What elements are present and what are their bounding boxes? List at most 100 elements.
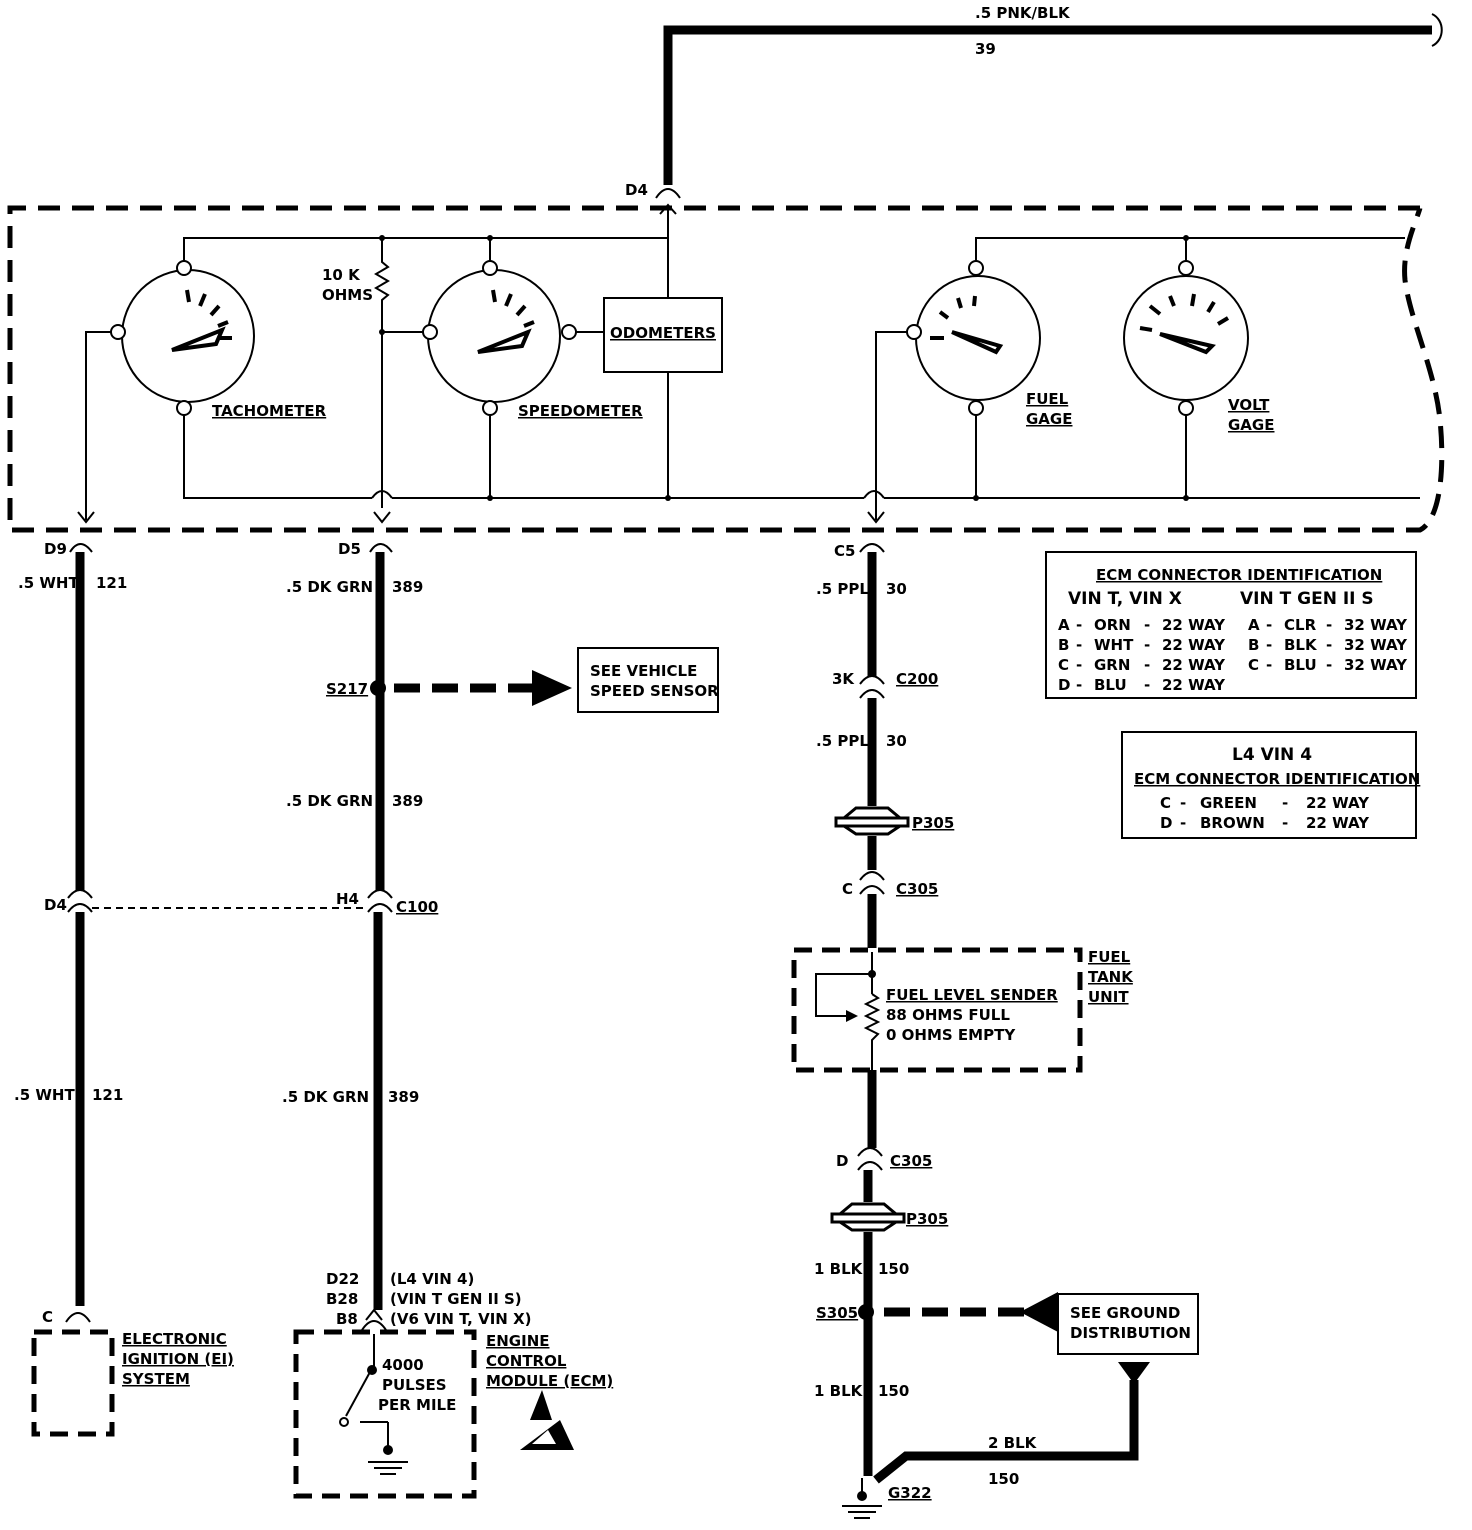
connector-c-c305-label: C: [842, 880, 853, 898]
ecm-pin-note-2: (VIN T GEN II S): [390, 1290, 522, 1308]
passthrough-p305-lower: P305: [830, 1202, 948, 1232]
connector-c100-label: C100: [396, 898, 438, 916]
tachometer-label: TACHOMETER: [212, 402, 327, 420]
ground-distribution-box: SEE GROUND DISTRIBUTION: [1057, 1293, 1199, 1355]
ground-dist-label-1: SEE GROUND: [1070, 1304, 1180, 1322]
connector-d4-top: D4: [625, 181, 681, 215]
table-cell: C: [1160, 794, 1171, 812]
pulses-label-1: 4000: [382, 1356, 424, 1374]
vss-label-2: SPEED SENSOR: [590, 682, 719, 700]
c5-wire-circuit-1: 30: [886, 580, 907, 598]
resistor-label-1: 10 K: [322, 266, 361, 284]
c5-wire-color-1: .5 PPL: [816, 580, 869, 598]
connector-c200-label: C200: [896, 670, 938, 688]
table-cell: WHT: [1094, 636, 1134, 654]
table-cell: BLU: [1094, 676, 1127, 694]
connector-c305-lower-label: C305: [890, 1152, 932, 1170]
ecm-connector-table-2: L4 VIN 4 ECM CONNECTOR IDENTIFICATION C-…: [1121, 731, 1420, 839]
wire-c5-30: C5 .5 PPL 30 3K C200 .5 PPL 30 P305 C C3…: [816, 542, 954, 948]
d9-wire-circuit-upper: 121: [96, 574, 127, 592]
ecm-pin-1: D22: [326, 1270, 359, 1288]
table-cell: 22 WAY: [1162, 676, 1226, 694]
table1-title: ECM CONNECTOR IDENTIFICATION: [1096, 566, 1382, 584]
ecm-box: 4000 PULSES PER MILE ENGINE CONTROL MODU…: [293, 1329, 613, 1499]
fuel-gage-label-1: FUEL: [1026, 390, 1069, 408]
table-cell: C: [1248, 656, 1259, 674]
p305-upper-label: P305: [912, 814, 954, 832]
ei-system-label-3: SYSTEM: [122, 1370, 190, 1388]
table-cell: ORN: [1094, 616, 1131, 634]
table-cell: -: [1144, 676, 1150, 694]
p305-lower-label: P305: [906, 1210, 948, 1228]
table-cell: 22 WAY: [1306, 814, 1370, 832]
table-cell: 32 WAY: [1344, 636, 1408, 654]
table-cell: -: [1326, 616, 1332, 634]
table2-title-2: ECM CONNECTOR IDENTIFICATION: [1134, 770, 1420, 788]
table-cell: A: [1058, 616, 1070, 634]
table-cell: -: [1282, 794, 1288, 812]
table-cell: -: [1144, 656, 1150, 674]
tachometer-gauge: TACHOMETER: [110, 260, 327, 420]
vehicle-speed-sensor-box: SEE VEHICLE SPEED SENSOR: [577, 647, 719, 713]
table-cell: CLR: [1284, 616, 1317, 634]
table-cell: -: [1076, 616, 1082, 634]
splice-s217-label: S217: [326, 680, 368, 698]
top-wire-color-label: .5 PNK/BLK: [975, 4, 1071, 22]
d5-wire-color-1: .5 DK GRN: [286, 578, 373, 596]
table-cell: -: [1266, 616, 1272, 634]
ecm-pin-note-3: (V6 VIN T, VIN X): [390, 1310, 532, 1328]
c5-wire-color-2: .5 PPL: [816, 732, 869, 750]
connector-d4-left-label: D4: [44, 896, 67, 914]
d9-wire-color-lower: .5 WHT: [14, 1086, 75, 1104]
volt-gage: VOLT GAGE: [1123, 260, 1274, 434]
top-wire: .5 PNK/BLK 39: [663, 4, 1443, 185]
ecm-pin-2: B28: [326, 1290, 358, 1308]
d5-wire-circuit-1: 389: [392, 578, 423, 596]
fuel-sender-label-2: 88 OHMS FULL: [886, 1006, 1010, 1024]
table-cell: 22 WAY: [1162, 656, 1226, 674]
table-cell: -: [1180, 814, 1186, 832]
fuel-sender-label-3: 0 OHMS EMPTY: [886, 1026, 1016, 1044]
table-cell: -: [1266, 636, 1272, 654]
table-cell: -: [1180, 794, 1186, 812]
table-cell: B: [1058, 636, 1069, 654]
ei-system-label-2: IGNITION (EI): [122, 1350, 234, 1368]
connector-c-ei-label: C: [42, 1308, 53, 1326]
connector-d-c305-label: D: [836, 1152, 848, 1170]
d5-wire-circuit-3: 389: [388, 1088, 419, 1106]
blk-wire-circuit-2: 150: [878, 1382, 909, 1400]
table-cell: GRN: [1094, 656, 1130, 674]
blk-wire-circuit-1: 150: [878, 1260, 909, 1278]
table-cell: -: [1282, 814, 1288, 832]
wire-d5-389: D5 .5 DK GRN 389 S217 .5 DK GRN 389 H4 C…: [282, 540, 572, 1331]
connector-h4-label: H4: [336, 890, 359, 908]
volt-gage-label-2: GAGE: [1228, 416, 1274, 434]
table-cell: -: [1144, 636, 1150, 654]
splice-s305-label: S305: [816, 1304, 858, 1322]
d5-wire-circuit-2: 389: [392, 792, 423, 810]
top-wire-circuit-label: 39: [975, 40, 996, 58]
table-cell: -: [1326, 636, 1332, 654]
ei-system-label-1: ELECTRONIC: [122, 1330, 227, 1348]
wire-150-ground: D C305 P305 1 BLK 150 S305 1 BLK 150 2 B…: [814, 1147, 1150, 1519]
fuel-sender-label-1: FUEL LEVEL SENDER: [886, 986, 1058, 1004]
blk-wire-color-1: 1 BLK: [814, 1260, 864, 1278]
ground-dist-label-2: DISTRIBUTION: [1070, 1324, 1191, 1342]
ecm-label-2: CONTROL: [486, 1352, 567, 1370]
instrument-cluster-outline: [7, 205, 1445, 533]
connector-d4-top-label: D4: [625, 181, 648, 199]
d9-wire-color-upper: .5 WHT: [18, 574, 79, 592]
table-cell: BROWN: [1200, 814, 1265, 832]
d9-wire-circuit-lower: 121: [92, 1086, 123, 1104]
ecm-connector-table-1: ECM CONNECTOR IDENTIFICATION VIN T, VIN …: [1045, 551, 1417, 699]
table-cell: -: [1266, 656, 1272, 674]
esd-warning-icon: [520, 1390, 574, 1450]
table-cell: 22 WAY: [1162, 616, 1226, 634]
ground-wire-circuit: 150: [988, 1470, 1019, 1488]
pulses-label-3: PER MILE: [378, 1396, 456, 1414]
fuel-tank-unit-label-2: TANK: [1088, 968, 1134, 986]
blk-wire-color-2: 1 BLK: [814, 1382, 864, 1400]
